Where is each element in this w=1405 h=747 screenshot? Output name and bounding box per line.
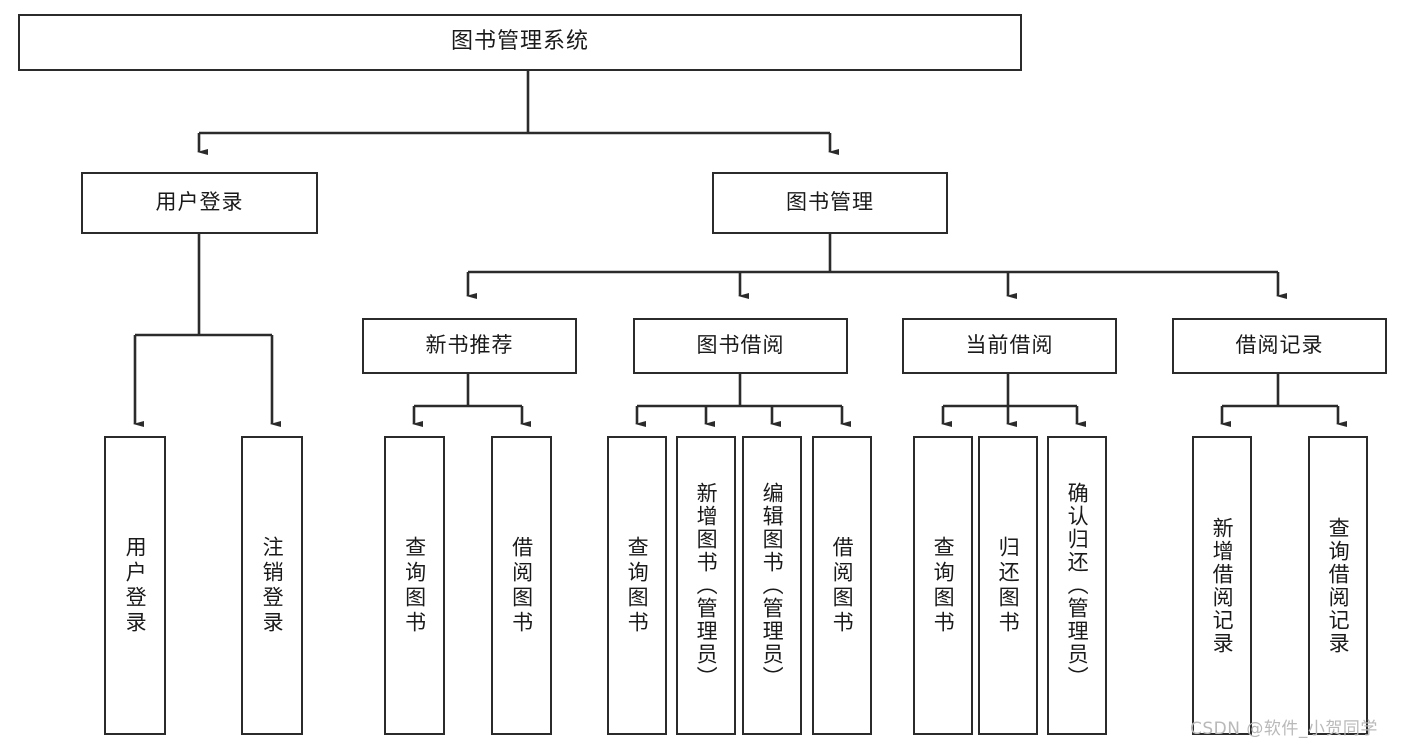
leaf-record-add-borrow-record[interactable]: 新增借阅记录: [1192, 436, 1252, 735]
watermark-text: CSDN @软件_小贺同学: [1190, 719, 1378, 739]
leaf-recommend-borrow-book[interactable]: 借阅图书: [491, 436, 552, 735]
leaf-current-confirm-return-admin[interactable]: 确认归还（管理员）: [1047, 436, 1107, 735]
node-borrow-record[interactable]: 借阅记录: [1172, 318, 1387, 374]
leaf-current-return-book[interactable]: 归还图书: [978, 436, 1038, 735]
leaf-current-query-book[interactable]: 查询图书: [913, 436, 973, 735]
leaf-borrow-borrow-book[interactable]: 借阅图书: [812, 436, 872, 735]
leaf-borrow-edit-book-admin[interactable]: 编辑图书（管理员）: [742, 436, 802, 735]
node-new-book-recommend[interactable]: 新书推荐: [362, 318, 577, 374]
leaf-user-login-signout[interactable]: 注销登录: [241, 436, 303, 735]
node-current-borrow[interactable]: 当前借阅: [902, 318, 1117, 374]
leaf-record-query-borrow-record[interactable]: 查询借阅记录: [1308, 436, 1368, 735]
node-root-book-management-system[interactable]: 图书管理系统: [18, 14, 1022, 71]
node-user-login[interactable]: 用户登录: [81, 172, 318, 234]
leaf-borrow-add-book-admin[interactable]: 新增图书（管理员）: [676, 436, 736, 735]
node-book-management[interactable]: 图书管理: [712, 172, 948, 234]
leaf-user-login-signin[interactable]: 用户登录: [104, 436, 166, 735]
leaf-borrow-query-book[interactable]: 查询图书: [607, 436, 667, 735]
node-book-borrow[interactable]: 图书借阅: [633, 318, 848, 374]
leaf-recommend-query-book[interactable]: 查询图书: [384, 436, 445, 735]
